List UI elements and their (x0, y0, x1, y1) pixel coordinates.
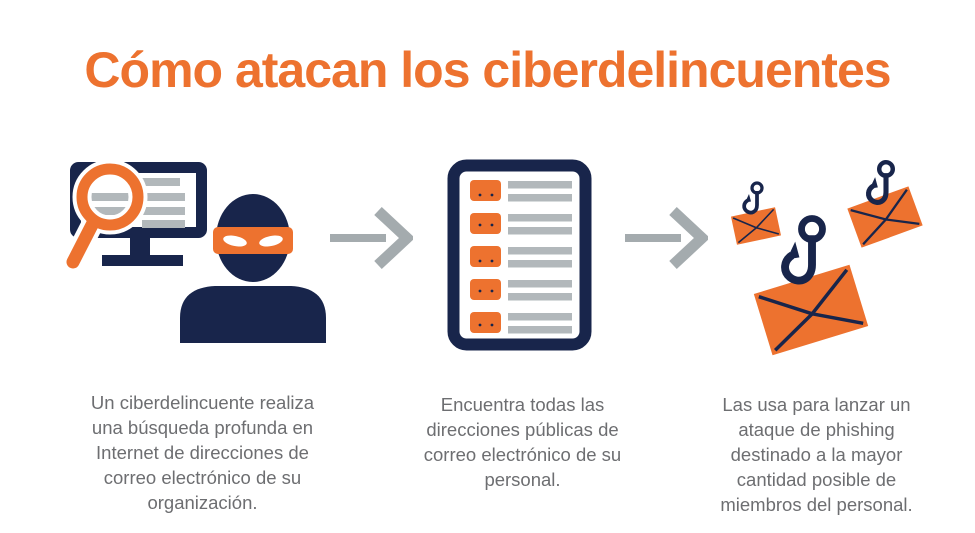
step-1-illustration (60, 150, 330, 355)
arrow-2 (623, 205, 708, 271)
email-list-icon (447, 159, 592, 351)
magnifier-icon (62, 159, 148, 273)
step-2-caption: Encuentra todas las direcciones públicas… (423, 394, 622, 490)
ninja-icon (180, 194, 326, 343)
step-1-caption: Un ciberdelincuente realiza una búsqueda… (90, 392, 315, 513)
list-row (470, 279, 572, 301)
step-3-caption: Las usa para lanzar un ataque de phishin… (720, 394, 913, 515)
page-title: Cómo atacan los ciberdelincuentes (84, 42, 891, 98)
hook-icon (785, 219, 822, 281)
list-row (470, 246, 572, 268)
envelope-icon (730, 206, 782, 246)
arrow-right-icon (625, 206, 708, 270)
arrow-right-icon (330, 206, 413, 270)
list-row (470, 180, 572, 202)
list-row (470, 312, 572, 334)
step-3-illustration (698, 148, 938, 373)
hook-icon (742, 181, 764, 215)
step-2-illustration (445, 157, 595, 353)
phishing-envelopes-icon (730, 148, 924, 357)
list-row (470, 213, 572, 235)
arrow-1 (328, 205, 413, 271)
hacker-search-icon (62, 159, 326, 343)
